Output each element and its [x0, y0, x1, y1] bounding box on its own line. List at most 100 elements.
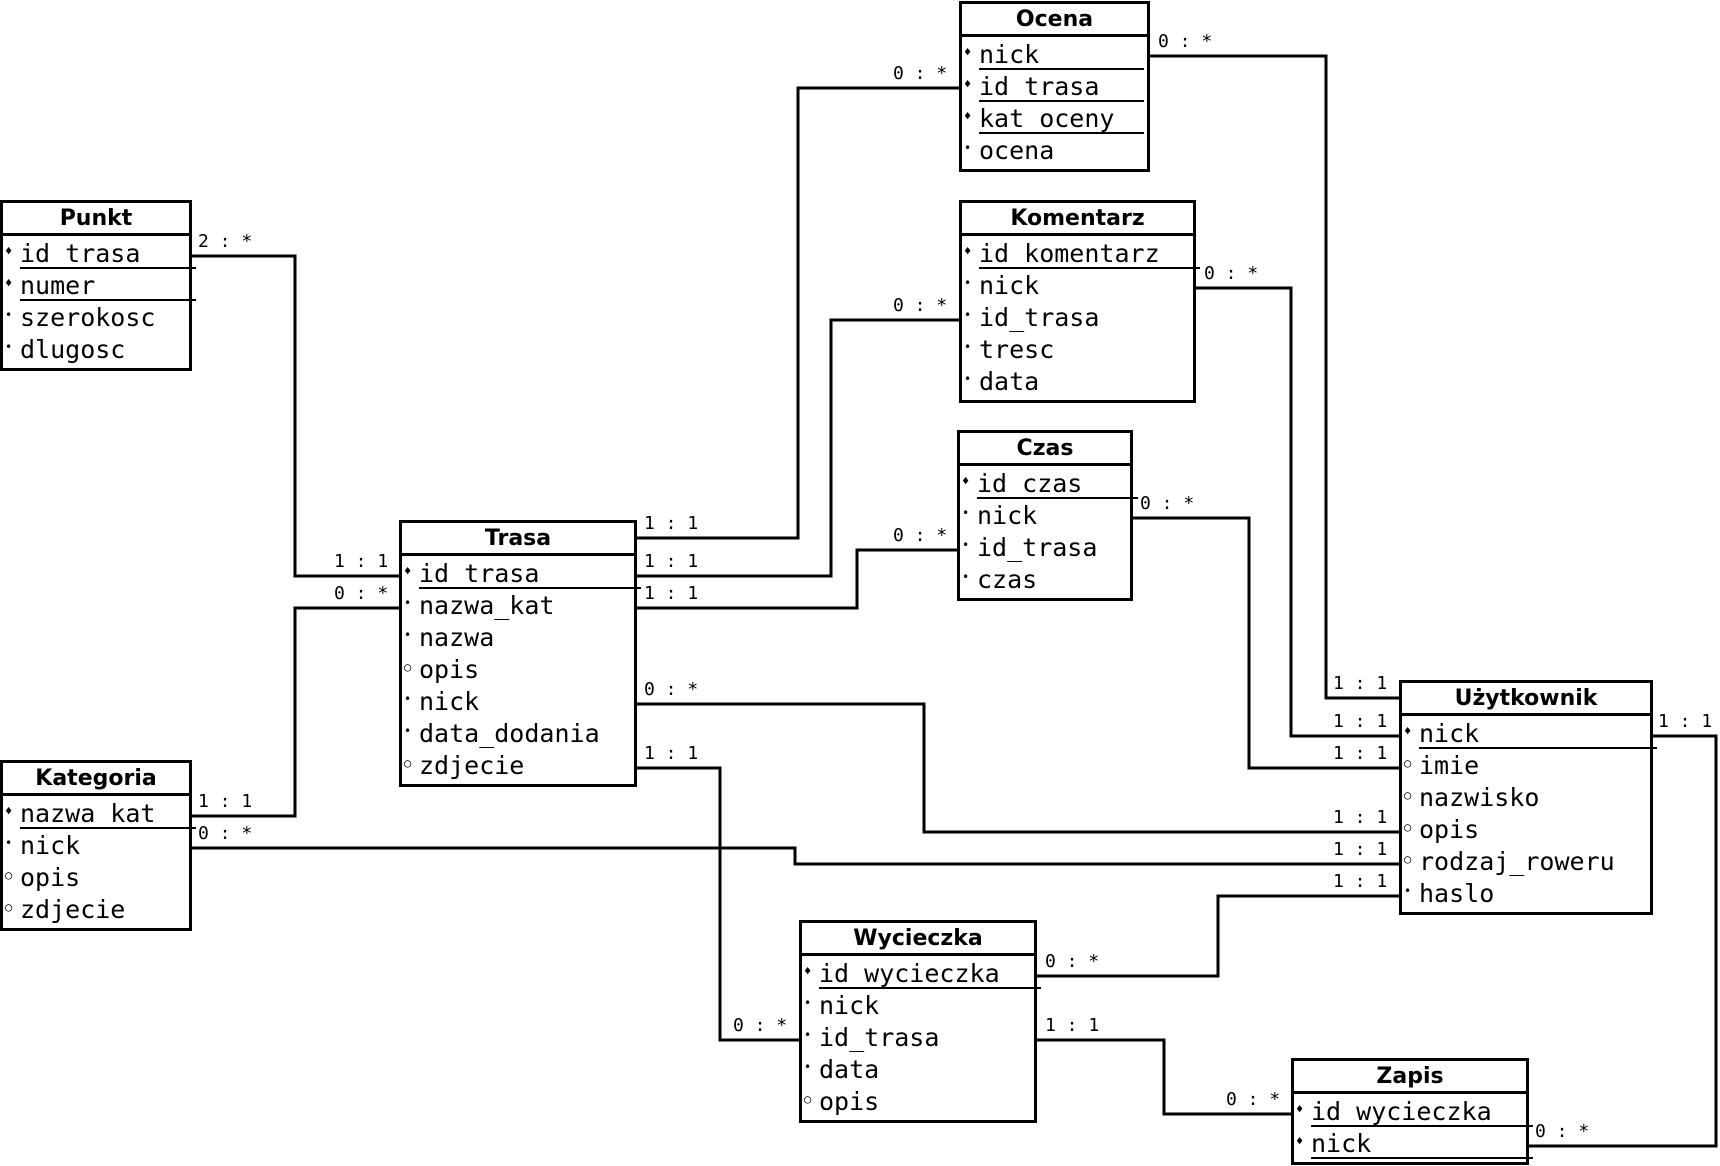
primary-key-attribute: ♦ numer [3, 270, 196, 302]
cardinality-label: 1 : 1 [1045, 1015, 1100, 1036]
key-diamond-icon: ♦ [964, 45, 972, 59]
entity-zapis[interactable]: Zapis♦id_wycieczka♦nick [1291, 1058, 1533, 1165]
attribute-name: haslo [1419, 879, 1495, 908]
key-underline [819, 987, 1041, 989]
attribute-name: id_trasa [20, 239, 141, 268]
required-dot-icon: • [1404, 884, 1412, 898]
required-dot-icon: • [964, 308, 972, 322]
attribute-name: nick [419, 687, 480, 716]
key-diamond-icon: ♦ [1296, 1134, 1304, 1148]
attribute-name: id_trasa [419, 559, 540, 588]
optional-circle-icon: ○ [1404, 820, 1412, 834]
cardinality-label: 1 : 1 [1658, 711, 1713, 732]
primary-key-attribute: ♦id_wycieczka [1294, 1096, 1533, 1128]
cardinality-label: 0 : * [1204, 263, 1259, 284]
attribute: • id_trasa [962, 302, 1193, 334]
optional-circle-icon: ○ [5, 868, 13, 882]
attribute-name: imie [1419, 751, 1480, 780]
cardinality-label: 0 : * [1140, 493, 1195, 514]
key-underline [977, 497, 1138, 499]
cardinality-label: 0 : * [198, 823, 253, 844]
attribute: ○ opis [1402, 814, 1650, 846]
cardinality-label: 1 : 1 [644, 513, 699, 534]
key-diamond-icon: ♦ [5, 276, 13, 290]
entity-wycieczka[interactable]: Wycieczka♦id_wycieczka•nick•id_trasa•dat… [799, 920, 1041, 1123]
key-diamond-icon: ♦ [964, 77, 972, 91]
key-underline [1419, 747, 1657, 749]
relationship-line-13 [1529, 734, 1718, 1148]
entity-title: Wycieczka [802, 923, 1034, 956]
entity-title: Trasa [402, 523, 634, 556]
key-diamond-icon: ♦ [404, 564, 412, 578]
relationship-line-8 [1196, 286, 1399, 738]
attribute: • nick [960, 500, 1130, 532]
required-dot-icon: • [964, 141, 972, 155]
key-diamond-icon: ♦ [5, 244, 13, 258]
attribute: •ocena [962, 135, 1147, 167]
attribute-name: dlugosc [20, 335, 126, 364]
attribute-name: nick [979, 40, 1040, 69]
relationship-line-7 [1150, 54, 1399, 700]
attribute: •nick [3, 830, 189, 862]
attribute-name: numer [20, 271, 96, 300]
key-underline [979, 100, 1144, 102]
optional-circle-icon: ○ [1404, 852, 1412, 866]
required-dot-icon: • [404, 724, 412, 738]
attribute-name: id_trasa [979, 303, 1100, 332]
cardinality-label: 1 : 1 [198, 791, 253, 812]
relationship-line-1 [192, 606, 399, 818]
entity-title: Punkt [3, 203, 189, 236]
attribute-name: szerokosc [20, 303, 156, 332]
entity-czas[interactable]: Czas♦id_czas•nick•id_trasa•czas [957, 430, 1138, 601]
attribute-name: opis [20, 863, 81, 892]
relationship-line-4 [637, 548, 957, 610]
attribute: ○ imie [1402, 750, 1650, 782]
attribute-name: nick [20, 831, 81, 860]
attribute-name: rodzaj_roweru [1419, 847, 1615, 876]
attribute-name: tresc [979, 335, 1055, 364]
attribute: •nick [402, 686, 634, 718]
attribute-name: opis [1419, 815, 1480, 844]
optional-circle-icon: ○ [5, 900, 13, 914]
entity-komentarz[interactable]: Komentarz♦id_komentarz•nick•id_trasa•tre… [959, 200, 1200, 403]
attribute-name: opis [419, 655, 480, 684]
attribute-name: nick [977, 501, 1038, 530]
primary-key-attribute: ♦id_czas [960, 468, 1138, 500]
primary-key-attribute: ♦ nick [962, 39, 1147, 71]
cardinality-label: 0 : * [1158, 31, 1213, 52]
attribute-name: id_wycieczka [1311, 1097, 1492, 1126]
key-diamond-icon: ♦ [964, 244, 972, 258]
attribute-name: id_trasa [819, 1023, 940, 1052]
attribute: •szerokosc [3, 302, 189, 334]
key-diamond-icon: ♦ [962, 474, 970, 488]
entity-ocena[interactable]: Ocena♦nick♦id_trasa♦kat_oceny•ocena [959, 1, 1150, 172]
cardinality-label: 1 : 1 [334, 551, 389, 572]
attribute-name: czas [977, 565, 1038, 594]
entity-kategoria[interactable]: Kategoria♦nazwa_kat•nick○opis○zdjecie [0, 760, 196, 931]
optional-circle-icon: ○ [404, 660, 412, 674]
required-dot-icon: • [804, 1028, 812, 1042]
entity-trasa[interactable]: Trasa♦id_trasa•nazwa_kat•nazwa○opis•nick… [399, 520, 641, 787]
required-dot-icon: • [962, 570, 970, 584]
entity-punkt[interactable]: Punkt ♦ id_trasa ♦ numer•szerokosc • dlugosc [0, 200, 196, 371]
primary-key-attribute: ♦id_komentarz [962, 238, 1200, 270]
attribute: • czas [960, 564, 1130, 596]
required-dot-icon: • [964, 372, 972, 386]
cardinality-label: 0 : * [644, 679, 699, 700]
entity-title: Ocena [962, 4, 1147, 37]
attribute: • haslo [1402, 878, 1650, 910]
required-dot-icon: • [962, 506, 970, 520]
primary-key-attribute: ♦nazwa_kat [3, 798, 196, 830]
key-underline [419, 587, 641, 589]
optional-circle-icon: ○ [1404, 756, 1412, 770]
cardinality-label: 2 : * [198, 231, 253, 252]
primary-key-attribute: ♦id_wycieczka [802, 958, 1041, 990]
attribute: • id_trasa [802, 1022, 1034, 1054]
required-dot-icon: • [5, 340, 13, 354]
entity-u-ytkownik[interactable]: Użytkownik♦nick○imie○nazwisko○opis○rodza… [1399, 680, 1657, 915]
cardinality-label: 0 : * [334, 583, 389, 604]
cardinality-label: 1 : 1 [644, 551, 699, 572]
attribute: •nick [802, 990, 1034, 1022]
required-dot-icon: • [404, 628, 412, 642]
